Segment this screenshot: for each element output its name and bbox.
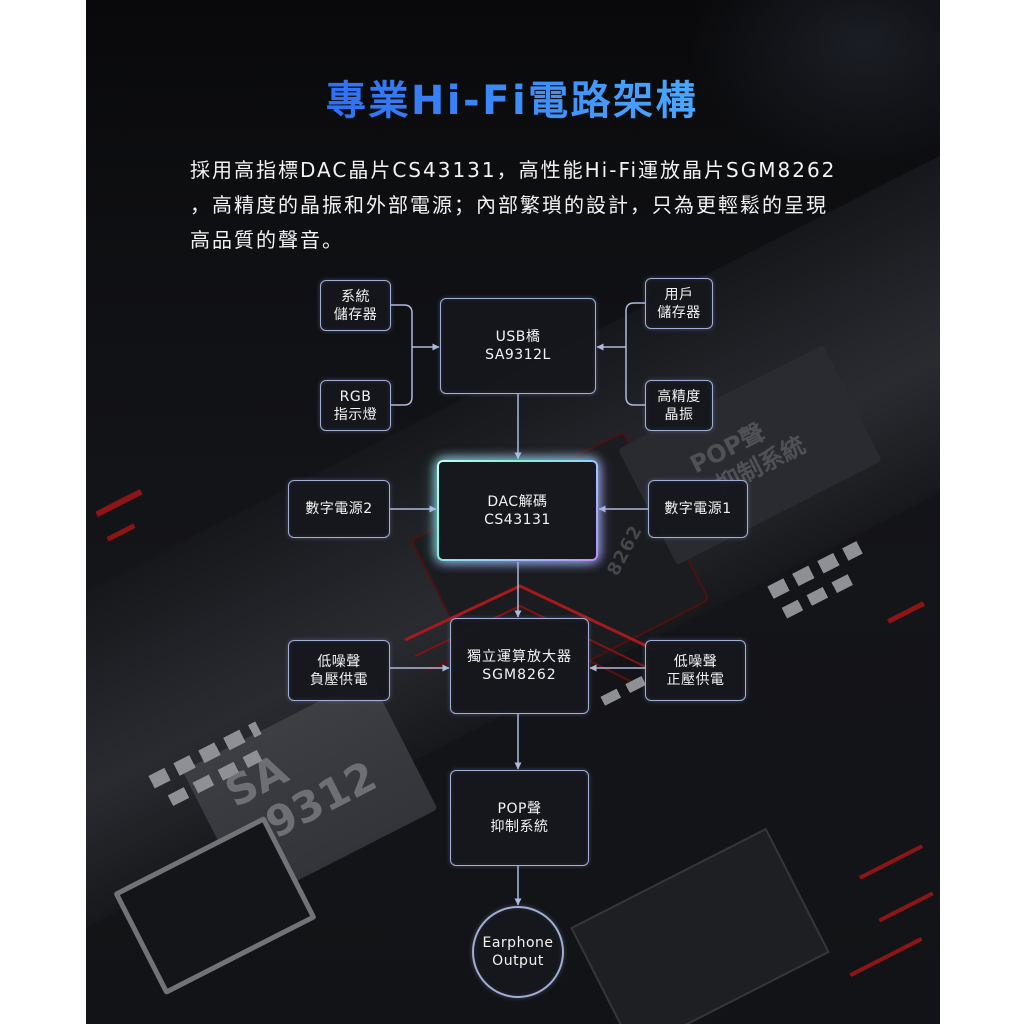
- node-positive-supply: 低噪聲 正壓供電: [645, 640, 746, 701]
- node-digital-power-1: 數字電源1: [648, 480, 748, 538]
- node-label: 儲存器: [333, 306, 378, 323]
- node-label: CS43131: [484, 511, 551, 528]
- node-label: DAC解碼: [487, 493, 548, 510]
- intro-line: ，高精度的晶振和外部電源；內部繁瑣的設計，只為更輕鬆的呈現: [190, 193, 828, 217]
- node-label: 用戶: [664, 286, 694, 303]
- node-label: Output: [492, 953, 544, 969]
- intro-paragraph: 採用高指標DAC晶片CS43131，高性能Hi-Fi運放晶片SGM8262 ，高…: [190, 153, 836, 258]
- node-op-amp: 獨立運算放大器 SGM8262: [450, 618, 589, 714]
- page-title-text: 專業Hi-Fi電路架構: [325, 78, 699, 124]
- node-label: 數字電源2: [305, 501, 373, 517]
- node-label: 抑制系統: [490, 819, 549, 835]
- node-label: Earphone: [482, 935, 554, 951]
- node-label: SA9312L: [485, 347, 551, 363]
- intro-line: 採用高指標DAC晶片CS43131，高性能Hi-Fi運放晶片SGM8262: [190, 158, 837, 182]
- node-label: 正壓供電: [666, 671, 725, 688]
- node-rgb-indicator: RGB 指示燈: [320, 380, 391, 431]
- node-label: RGB: [339, 388, 372, 405]
- intro-line: 高品質的聲音。: [190, 228, 344, 252]
- node-label: 數字電源1: [664, 501, 732, 517]
- bg-red-chevron: [404, 584, 656, 652]
- connector-right-bracket: [625, 302, 645, 406]
- node-system-storage: 系統 儲存器: [320, 280, 391, 331]
- bg-top-glow: [686, 0, 940, 170]
- node-label: 低噪聲: [673, 653, 718, 670]
- node-label: 負壓供電: [310, 671, 368, 688]
- node-dac-decoder: DAC解碼 CS43131: [437, 460, 598, 561]
- node-usb-bridge: USB橋 SA9312L: [440, 298, 596, 394]
- node-digital-power-2: 數字電源2: [288, 480, 390, 538]
- node-label: SGM8262: [482, 667, 557, 683]
- node-label: 低噪聲: [317, 653, 361, 670]
- node-user-storage: 用戶 儲存器: [645, 278, 713, 329]
- node-negative-supply: 低噪聲 負壓供電: [288, 640, 390, 701]
- node-earphone-output: Earphone Output: [472, 906, 564, 998]
- connector-left-bracket: [391, 304, 413, 406]
- node-label: 系統: [341, 288, 370, 305]
- node-label: 指示燈: [333, 406, 378, 423]
- page-title: 專業Hi-Fi電路架構: [0, 75, 1024, 127]
- node-crystal-oscillator: 高精度 晶振: [645, 380, 713, 431]
- node-pop-suppression: POP聲 抑制系統: [450, 770, 589, 866]
- node-label: 晶振: [664, 406, 694, 423]
- node-label: USB橋: [495, 329, 541, 345]
- node-label: 高精度: [657, 388, 701, 405]
- node-label: 獨立運算放大器: [467, 649, 572, 665]
- node-label: POP聲: [497, 801, 542, 817]
- node-label: 儲存器: [657, 304, 701, 321]
